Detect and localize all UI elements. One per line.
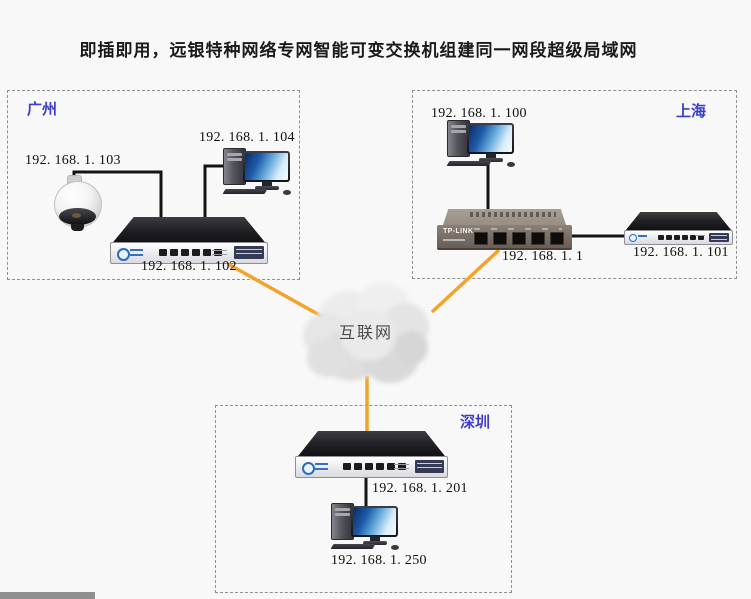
desktop-pc-icon-shenzhen	[330, 503, 402, 551]
pc-keyboard	[446, 161, 492, 166]
pc-keyboard	[222, 189, 268, 194]
region-box-shenzhen	[215, 405, 512, 593]
pc-tower	[223, 148, 246, 185]
router-ports	[474, 232, 564, 245]
ip-label-camera-103: 192. 168. 1. 103	[25, 153, 121, 168]
router-front-panel: TP-LINK	[437, 225, 572, 250]
ip-camera-icon	[54, 175, 102, 233]
vendor-logo-icon	[117, 248, 130, 261]
switch-chassis	[296, 431, 447, 458]
pc-monitor	[243, 151, 290, 182]
router-brand-label: TP-LINK	[443, 228, 474, 235]
region-label-guangzhou: 广州	[27, 101, 58, 118]
pc-mouse	[507, 162, 515, 167]
router-model-mark	[443, 239, 465, 241]
internet-label: 互联网	[338, 325, 393, 342]
switch-chassis	[111, 217, 267, 244]
diagram-title: 即插即用，远银特种网络专网智能可变交换机组建同一网段超级局域网	[79, 41, 638, 60]
region-box-shanghai	[412, 90, 737, 279]
region-box-guangzhou	[7, 90, 300, 280]
vendor-logo-icon	[629, 234, 637, 242]
switch-icon-guangzhou	[110, 217, 268, 264]
switch-icon-shanghai	[624, 212, 733, 245]
desktop-pc-icon-shanghai	[446, 120, 518, 168]
ip-label-switch-101: 192. 168. 1. 101	[633, 245, 729, 260]
vendor-logo-icon	[302, 462, 315, 475]
switch-front-panel	[624, 230, 733, 245]
camera-bottom	[71, 224, 84, 231]
switch-front-panel	[110, 242, 268, 264]
horizontal-scrollbar-thumb[interactable]	[0, 592, 95, 599]
pc-keyboard	[330, 544, 376, 549]
ip-label-switch-102: 192. 168. 1. 102	[141, 259, 237, 274]
pc-mouse	[391, 545, 399, 550]
pc-mouse	[283, 190, 291, 195]
switch-chassis	[625, 212, 732, 231]
router-top	[442, 209, 567, 228]
region-label-shanghai: 上海	[676, 103, 707, 120]
desktop-pc-icon-guangzhou	[222, 148, 294, 196]
switch-model-badge	[234, 246, 264, 259]
internet-cloud: 互联网	[301, 281, 431, 389]
region-label-shenzhen: 深圳	[460, 414, 491, 431]
ip-label-switch-201: 192. 168. 1. 201	[372, 481, 468, 496]
ip-label-pc-250: 192. 168. 1. 250	[331, 553, 427, 568]
ip-label-pc-100: 192. 168. 1. 100	[431, 106, 527, 121]
ip-label-pc-104: 192. 168. 1. 104	[199, 130, 295, 145]
ip-label-router-1: 192. 168. 1. 1	[502, 249, 584, 264]
switch-icon-shenzhen	[295, 431, 448, 478]
switch-front-panel	[295, 456, 448, 478]
pc-monitor	[351, 506, 398, 537]
camera-lens	[72, 213, 81, 218]
pc-monitor	[467, 123, 514, 154]
switch-model-badge	[415, 460, 444, 473]
router-icon-shanghai: TP-LINK	[437, 209, 572, 250]
switch-model-badge	[708, 233, 729, 242]
cloud-shape	[301, 281, 431, 389]
